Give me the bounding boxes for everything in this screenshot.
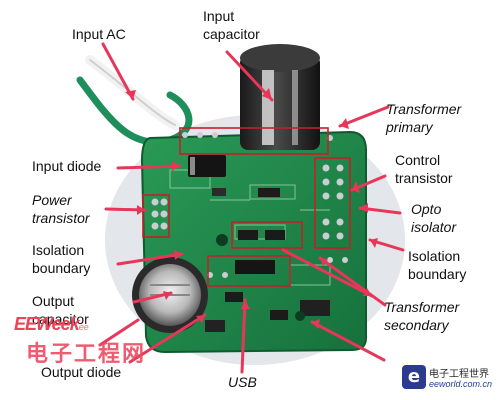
label-power-transistor-line2: transistor — [32, 210, 90, 226]
chinese-brand-watermark: 电子工程网 — [26, 341, 147, 366]
label-transformer-primary-line1: Transformer — [386, 101, 462, 117]
label-isolation-boundary-right-line2: boundary — [408, 266, 467, 282]
label-isolation-boundary-right-line1: Isolation — [408, 248, 461, 264]
label-opto-isolator-line1: Opto — [411, 201, 442, 217]
input-diode-shape — [188, 155, 226, 177]
label-control-transistor-line1: Control — [395, 152, 441, 168]
eeworld-logo-chinese: 电子工程世界 — [429, 369, 489, 380]
eeworld-logo: e 电子工程世界 eeworld.com.cn — [402, 365, 494, 393]
label-transformer-primary-line2: primary — [386, 119, 433, 135]
label-opto-isolator-line2: isolator — [411, 219, 457, 235]
smd-components — [205, 188, 330, 332]
silkscreen — [169, 169, 331, 286]
label-input-capacitor-line2: capacitor — [203, 26, 260, 42]
eeweek-brand: EEWeek — [14, 314, 80, 334]
label-transformer-secondary-line1: Transformer — [384, 299, 460, 315]
eeweek-small: ee — [78, 322, 89, 332]
label-usb: USB — [228, 374, 257, 390]
label-transformer-secondary-line2: secondary — [384, 317, 449, 333]
eeweek-watermark: EEWeekee — [14, 314, 89, 335]
label-output-diode: Output diode — [41, 364, 122, 380]
callout-arrows — [98, 42, 405, 374]
label-input-capacitor-line1: Input — [203, 8, 235, 24]
label-control-transistor-line2: transistor — [395, 170, 453, 186]
region-outlines — [142, 127, 351, 287]
eeworld-logo-icon: e — [402, 365, 426, 389]
eeworld-logo-url: eeworld.com.cn — [429, 379, 493, 389]
label-input-ac: Input AC — [72, 26, 126, 42]
label-output-capacitor-line1: Output — [32, 293, 75, 309]
label-input-diode: Input diode — [32, 158, 102, 174]
label-isolation-boundary-left-line1: Isolation — [32, 242, 85, 258]
label-output-capacitor-line2: capacitor — [32, 311, 89, 327]
input-capacitor-shape — [240, 44, 320, 150]
label-power-transistor-line1: Power — [32, 192, 72, 208]
arrow-heads — [125, 88, 378, 329]
label-isolation-boundary-left-line2: boundary — [32, 260, 91, 276]
